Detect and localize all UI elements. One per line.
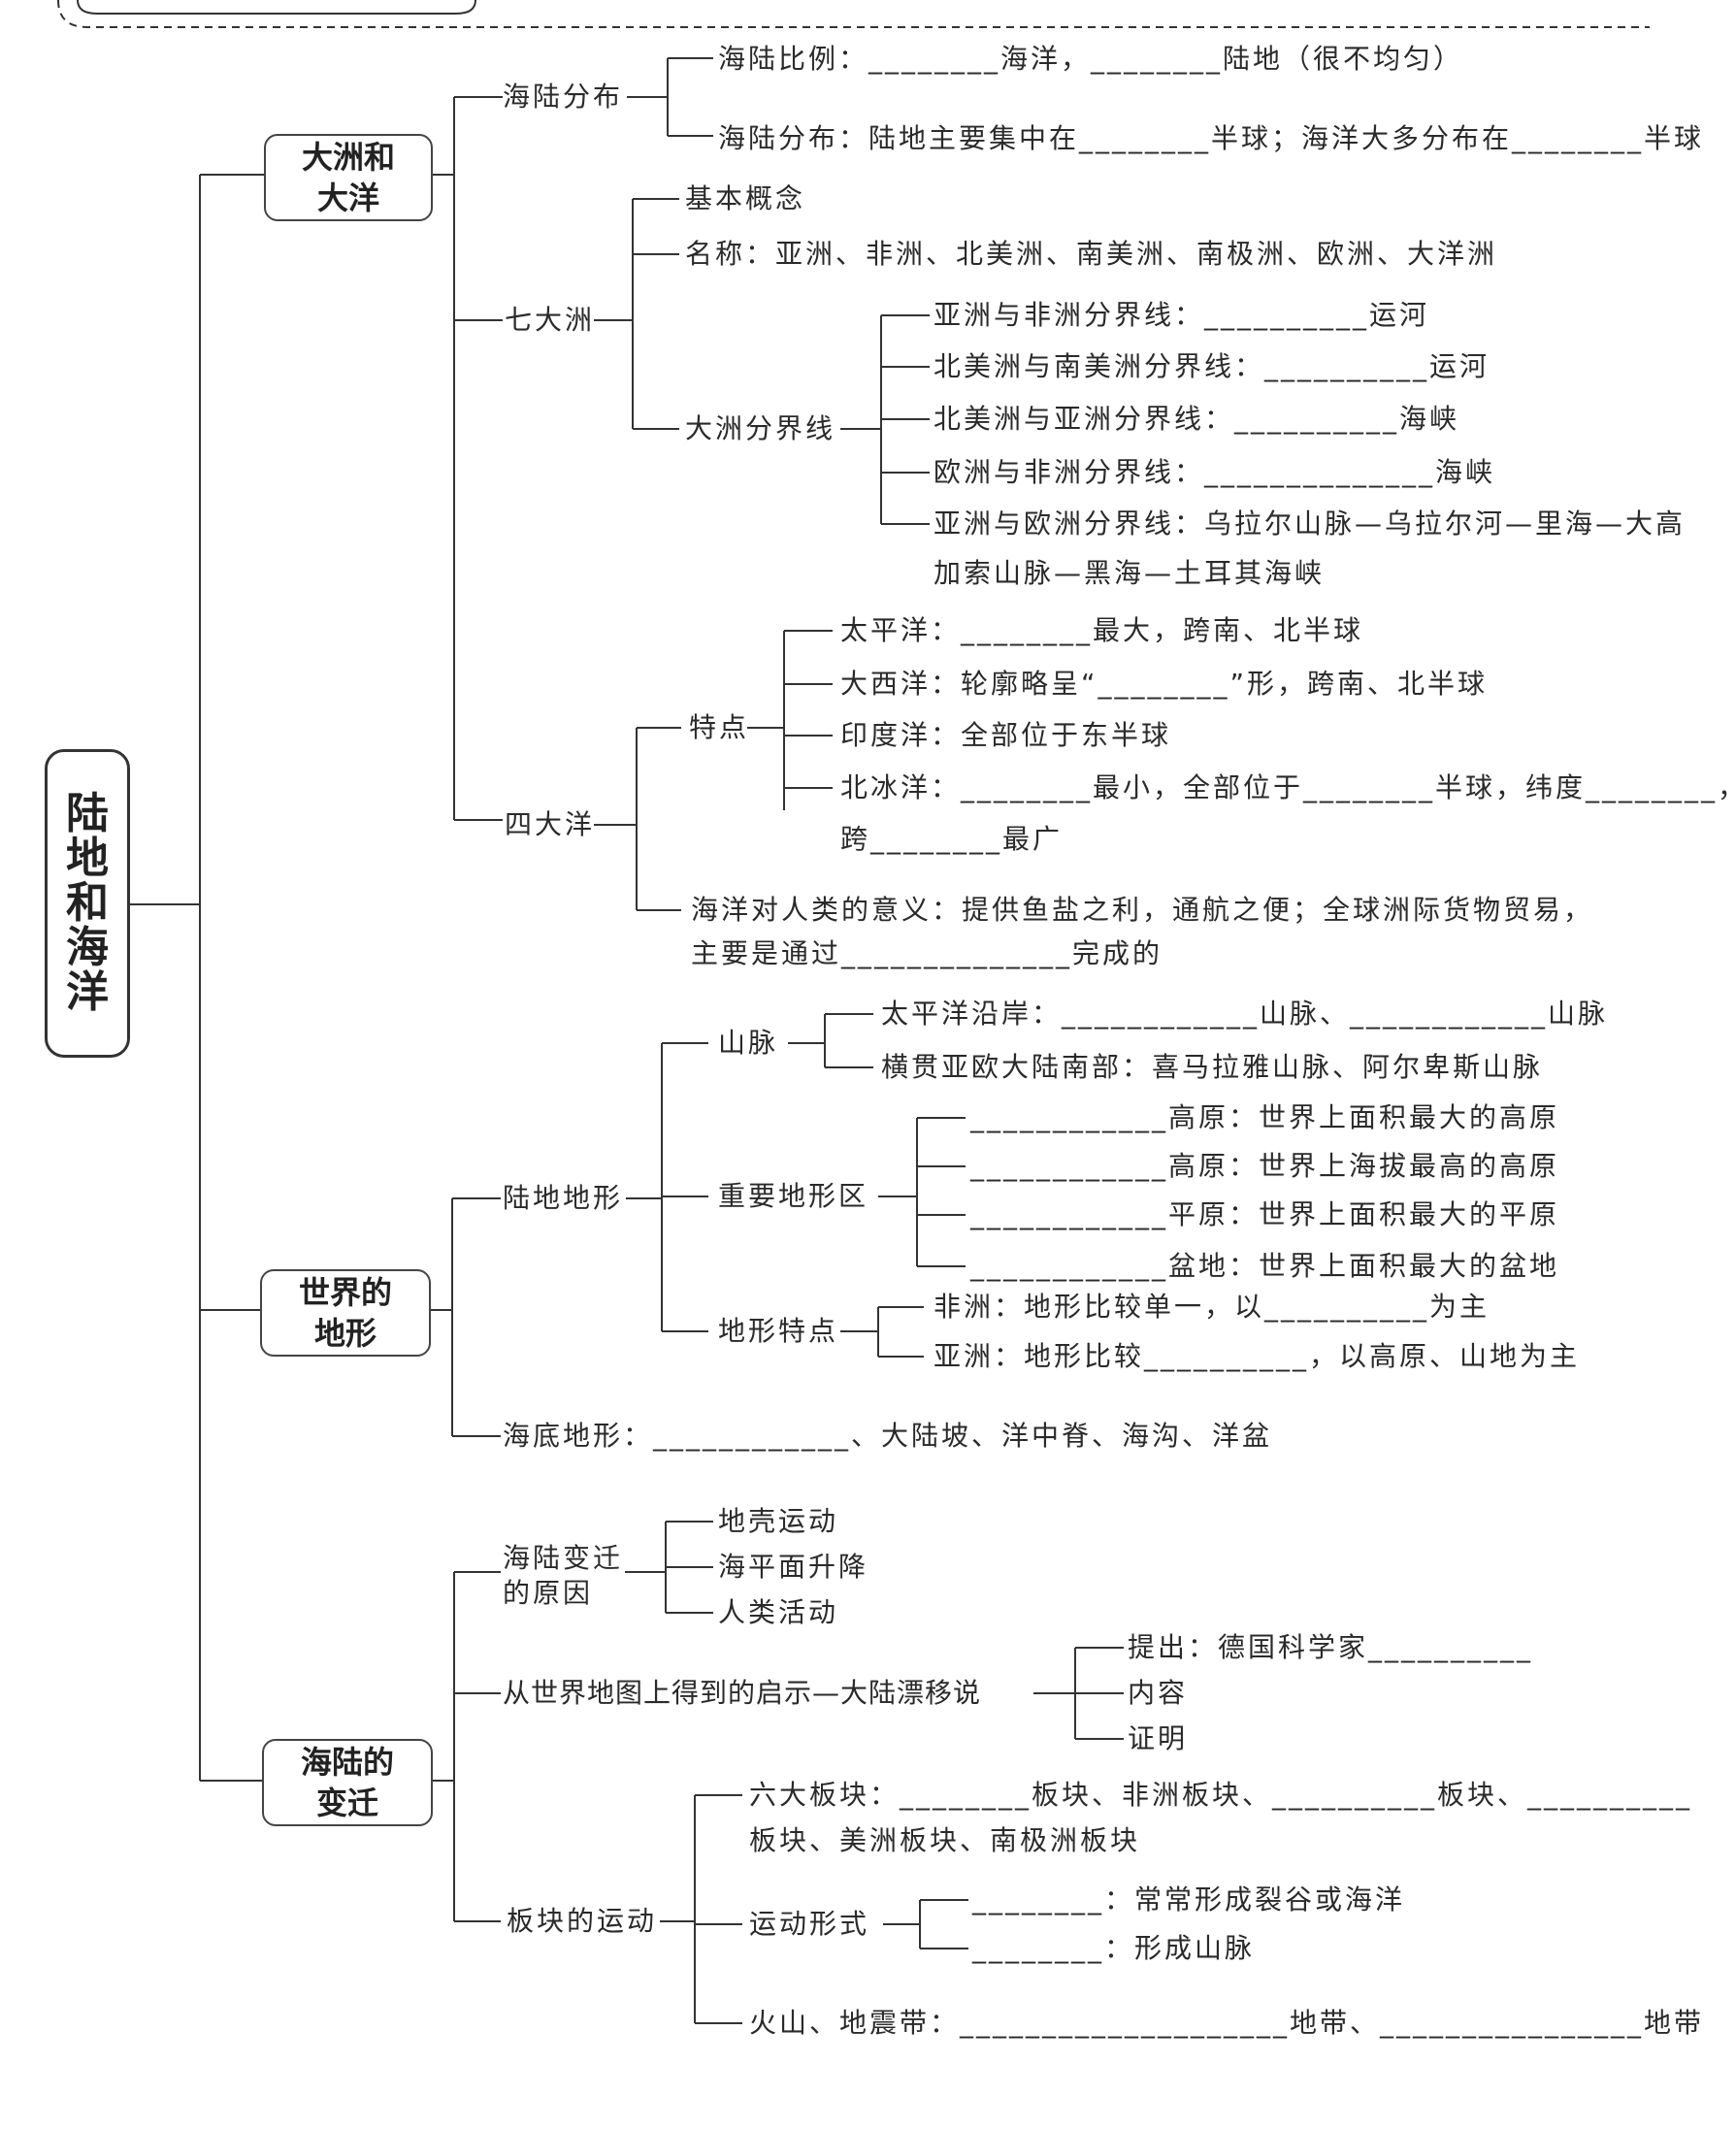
cause-human-activity: 人类活动 [718,1596,839,1628]
node-land-terrain: 陆地地形 [503,1182,624,1214]
boundary-namerica-asia: 北美洲与亚洲分界线：__________海峡 [934,403,1460,435]
node-four-oceans: 四大洋 [505,808,596,840]
node-land-sea-distribution: 海陆分布 [503,81,624,113]
node-key-landforms: 重要地形区 [718,1180,869,1212]
topic-land-sea-changes: 海陆的 变迁 [262,1739,433,1826]
drift-content: 内容 [1128,1677,1189,1709]
node-land-sea-layout: 海陆分布：陆地主要集中在________半球；海洋大多分布在________半球 [718,122,1705,154]
landform-largest-plateau: ____________高原：世界上面积最大的高原 [970,1101,1560,1133]
landform-largest-basin: ____________盆地：世界上面积最大的盆地 [970,1250,1560,1282]
boundary-asia-europe: 亚洲与欧洲分界线：乌拉尔山脉—乌拉尔河—里海—大高 [934,508,1687,540]
ocean-pacific: 太平洋：________最大，跨南、北半球 [840,614,1364,646]
node-seafloor-terrain: 海底地形：____________、大陆坡、洋中脊、海沟、洋盆 [503,1420,1273,1452]
node-continent-boundaries: 大洲分界线 [685,412,836,444]
boundary-asia-europe-cont: 加索山脉—黑海—土耳其海峡 [934,557,1326,589]
cause-sea-level: 海平面升降 [718,1551,869,1583]
ocean-indian: 印度洋：全部位于东半球 [840,719,1172,751]
node-land-sea-ratio: 海陆比例：________海洋，________陆地（很不均匀） [718,43,1464,75]
root-topic: 陆地和海洋 [45,749,130,1058]
node-movement-forms: 运动形式 [749,1908,870,1940]
plates-six: 六大板块：________板块、非洲板块、__________板块、______… [749,1779,1693,1811]
plates-six-cont: 板块、美洲板块、南极洲板块 [749,1824,1141,1856]
drift-evidence: 证明 [1128,1722,1189,1754]
boundary-namerica-samerica: 北美洲与南美洲分界线：__________运河 [934,350,1490,382]
node-seven-continents: 七大洲 [505,304,596,336]
topic-continents-oceans: 大洲和 大洋 [264,134,433,221]
node-ocean-features: 特点 [689,711,750,743]
terrain-africa: 非洲：地形比较单一，以__________为主 [934,1291,1490,1323]
node-continental-drift: 从世界地图上得到的启示—大陆漂移说 [503,1677,982,1709]
node-ocean-significance-cont: 主要是通过______________完成的 [691,937,1163,969]
node-mountains: 山脉 [718,1027,779,1059]
cause-crustal-movement: 地壳运动 [718,1505,839,1537]
boundary-europe-africa: 欧洲与非洲分界线：______________海峡 [934,456,1496,488]
node-ocean-significance: 海洋对人类的意义：提供鱼盐之利，通航之便；全球洲际货物贸易， [691,894,1594,926]
ocean-atlantic: 大西洋：轮廓略呈“________”形，跨南、北半球 [840,668,1489,700]
ocean-arctic-cont: 跨________最广 [840,823,1064,855]
topic-world-terrain: 世界的 地形 [260,1269,431,1357]
movement-divergence: ________：常常形成裂谷或海洋 [972,1883,1406,1916]
node-plate-movement: 板块的运动 [507,1905,658,1937]
drift-proposer: 提出：德国科学家__________ [1128,1631,1534,1663]
volcano-earthquake-belts: 火山、地震带：____________________地带、__________… [749,2007,1705,2039]
node-continent-names: 名称：亚洲、非洲、北美洲、南美洲、南极洲、欧洲、大洋洲 [685,238,1498,270]
mountains-eurasia-south: 横贯亚欧大陆南部：喜马拉雅山脉、阿尔卑斯山脉 [881,1051,1544,1083]
node-terrain-features: 地形特点 [718,1315,839,1347]
terrain-asia: 亚洲：地形比较__________，以高原、山地为主 [934,1340,1581,1372]
node-basic-concept: 基本概念 [685,182,806,214]
landform-largest-plain: ____________平原：世界上面积最大的平原 [970,1198,1560,1230]
node-change-causes: 海陆变迁 的原因 [503,1542,624,1609]
boundary-asia-africa: 亚洲与非洲分界线：__________运河 [934,299,1430,331]
landform-highest-plateau: ____________高原：世界上海拔最高的高原 [970,1150,1560,1182]
mountains-pacific-coast: 太平洋沿岸：____________山脉、____________山脉 [881,998,1609,1030]
movement-collision: ________：形成山脉 [972,1932,1256,1964]
ocean-arctic: 北冰洋：________最小，全部位于________半球，纬度________… [840,771,1736,803]
